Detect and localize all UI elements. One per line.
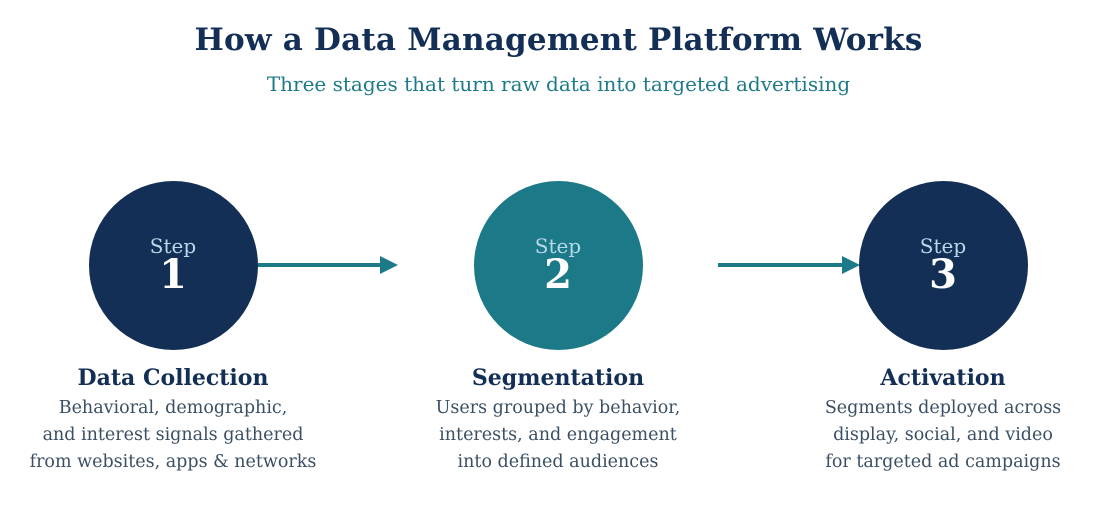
step-description-line: interests, and engagement — [439, 425, 677, 445]
step-name: Segmentation — [471, 365, 645, 391]
step-circle: Step 3 — [858, 181, 1028, 350]
step-description: Users grouped by behavior, interests, an… — [388, 395, 728, 476]
step-description-line: display, social, and video — [833, 425, 1053, 445]
step-number: 1 — [159, 251, 187, 298]
step-segmentation: Step 2 Segmentation Users grouped by beh… — [388, 181, 728, 476]
step-number: 3 — [929, 251, 957, 298]
step-description: Behavioral, demographic, and interest si… — [3, 395, 343, 476]
step-number: 2 — [544, 251, 572, 298]
step-description: Segments deployed across display, social… — [773, 395, 1113, 476]
step-description-line: and interest signals gathered — [42, 425, 304, 445]
step-label: Step — [149, 234, 197, 258]
step-circle: Step 1 — [88, 181, 258, 350]
step-circle: Step 2 — [473, 181, 643, 350]
step-description-line: into defined audiences — [457, 452, 659, 472]
step-name: Activation — [880, 365, 1006, 391]
step-description-line: from websites, apps & networks — [29, 452, 317, 472]
step-activation: Step 3 Activation Segments deployed acro… — [773, 181, 1113, 476]
step-label: Step — [534, 234, 582, 258]
step-name: Data Collection — [77, 365, 269, 391]
step-description-line: for targeted ad campaigns — [825, 452, 1061, 472]
step-label: Step — [919, 234, 967, 258]
step-description-line: Users grouped by behavior, — [435, 398, 681, 418]
step-data-collection: Step 1 Data Collection Behavioral, demog… — [3, 181, 343, 476]
step-description-line: Behavioral, demographic, — [58, 398, 288, 418]
step-description-line: Segments deployed across — [824, 398, 1062, 418]
page-title: How a Data Management Platform Works — [194, 22, 923, 58]
page-subtitle: Three stages that turn raw data into tar… — [266, 72, 851, 96]
